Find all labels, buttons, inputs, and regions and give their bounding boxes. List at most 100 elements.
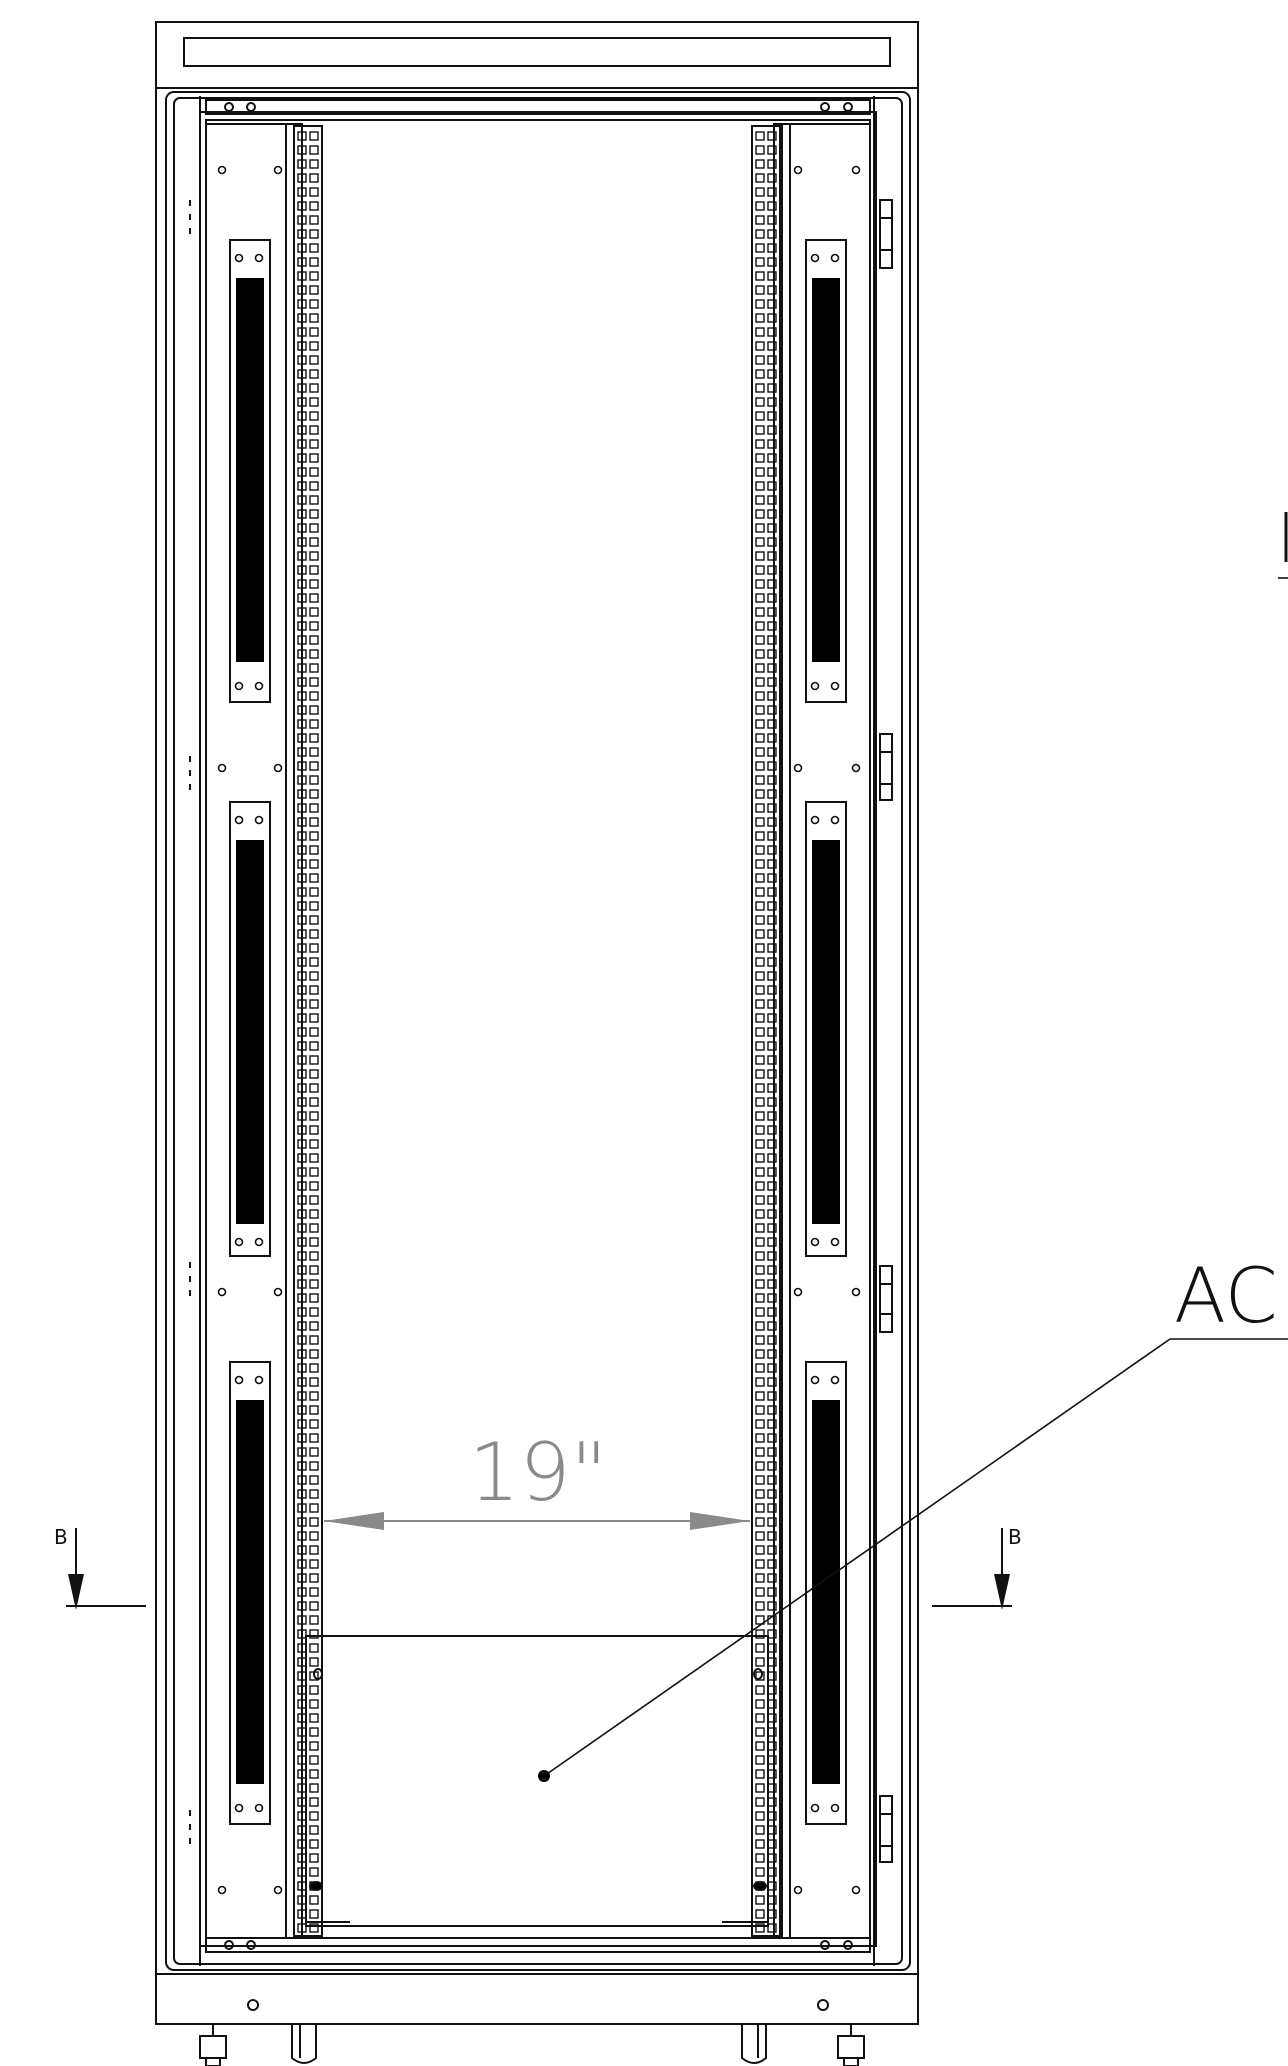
rail-hole xyxy=(309,1377,319,1387)
rail-hole xyxy=(755,215,765,225)
rail-hole xyxy=(309,845,319,855)
rail-hole xyxy=(309,1013,319,1023)
rail-hole xyxy=(767,1097,777,1107)
rail-hole xyxy=(755,1223,765,1233)
rail-hole xyxy=(297,691,307,701)
rail-hole xyxy=(755,1461,765,1471)
rail-hole xyxy=(309,509,319,519)
vent-slot-right-middle xyxy=(805,801,847,1257)
rail-hole xyxy=(755,1573,765,1583)
right-side-panel xyxy=(773,123,871,1939)
rail-hole xyxy=(767,719,777,729)
rail-hole xyxy=(755,733,765,743)
rail-hole xyxy=(309,705,319,715)
rail-hole xyxy=(309,1853,319,1863)
rail-hole xyxy=(309,453,319,463)
rail-hole xyxy=(297,411,307,421)
rail-hole xyxy=(309,1699,319,1709)
rail-hole xyxy=(767,1153,777,1163)
rail-hole xyxy=(309,733,319,743)
rail-hole xyxy=(309,1041,319,1051)
rail-hole xyxy=(767,733,777,743)
rail-hole xyxy=(767,159,777,169)
rail-hole xyxy=(755,803,765,813)
rail-hole xyxy=(755,1909,765,1919)
rail-hole xyxy=(755,285,765,295)
rail-hole xyxy=(309,341,319,351)
rail-hole xyxy=(309,1489,319,1499)
rail-hole xyxy=(309,1475,319,1485)
rail-hole xyxy=(767,1503,777,1513)
rail-hole xyxy=(309,1461,319,1471)
rail-hole xyxy=(767,831,777,841)
rail-hole xyxy=(755,1741,765,1751)
rail-hole xyxy=(309,887,319,897)
rail-hole xyxy=(309,803,319,813)
rail-hole xyxy=(755,341,765,351)
rail-hole xyxy=(309,1111,319,1121)
rail-hole xyxy=(755,1825,765,1835)
rail-hole xyxy=(755,873,765,883)
rail-hole xyxy=(755,355,765,365)
rail-hole xyxy=(297,159,307,169)
rail-hole xyxy=(767,523,777,533)
rail-hole xyxy=(297,341,307,351)
rail-hole xyxy=(755,1405,765,1415)
rail-hole xyxy=(767,425,777,435)
rail-hole xyxy=(767,1433,777,1443)
rail-hole xyxy=(309,789,319,799)
rail-hole xyxy=(297,957,307,967)
rail-hole xyxy=(755,1685,765,1695)
rail-hole xyxy=(767,1419,777,1429)
rail-hole xyxy=(767,929,777,939)
rail-hole xyxy=(767,215,777,225)
rail-hole xyxy=(755,173,765,183)
rail-hole xyxy=(767,1405,777,1415)
rail-hole xyxy=(309,1251,319,1261)
rail-hole xyxy=(755,1867,765,1877)
rail-hole xyxy=(297,1209,307,1219)
rail-hole xyxy=(755,1069,765,1079)
rail-hole xyxy=(309,1517,319,1527)
rail-hole xyxy=(309,1223,319,1233)
rail-hole xyxy=(309,971,319,981)
rail-hole xyxy=(755,1853,765,1863)
rail-hole xyxy=(297,537,307,547)
rail-hole xyxy=(755,243,765,253)
rail-hole xyxy=(297,593,307,603)
rail-hole xyxy=(309,439,319,449)
rail-hole xyxy=(767,537,777,547)
rail-hole xyxy=(755,1391,765,1401)
rail-hole xyxy=(755,971,765,981)
rail-hole xyxy=(755,859,765,869)
rail-hole xyxy=(755,1797,765,1807)
rail-hole xyxy=(297,173,307,183)
rail-hole xyxy=(309,523,319,533)
rail-hole xyxy=(309,1867,319,1877)
cabinet-base xyxy=(155,1973,919,2025)
rail-hole xyxy=(297,1587,307,1597)
rail-hole xyxy=(297,1573,307,1583)
rail-hole xyxy=(297,733,307,743)
rail-hole xyxy=(755,271,765,281)
rail-hole xyxy=(755,1055,765,1065)
rail-hole xyxy=(755,1587,765,1597)
rail-hole xyxy=(755,1321,765,1331)
rail-hole xyxy=(767,817,777,827)
rail-hole xyxy=(755,747,765,757)
rail-hole xyxy=(309,1209,319,1219)
rail-hole xyxy=(297,915,307,925)
rail-hole xyxy=(755,1447,765,1457)
rail-hole xyxy=(755,915,765,925)
rail-hole xyxy=(755,565,765,575)
rail-hole xyxy=(755,901,765,911)
rail-hole xyxy=(767,1083,777,1093)
rail-hole xyxy=(309,299,319,309)
rail-hole xyxy=(767,1041,777,1051)
rail-hole xyxy=(767,677,777,687)
rail-hole xyxy=(309,1055,319,1065)
right-rack-rail xyxy=(751,125,781,1937)
rail-hole xyxy=(767,775,777,785)
rail-hole xyxy=(297,369,307,379)
rail-hole xyxy=(755,1181,765,1191)
